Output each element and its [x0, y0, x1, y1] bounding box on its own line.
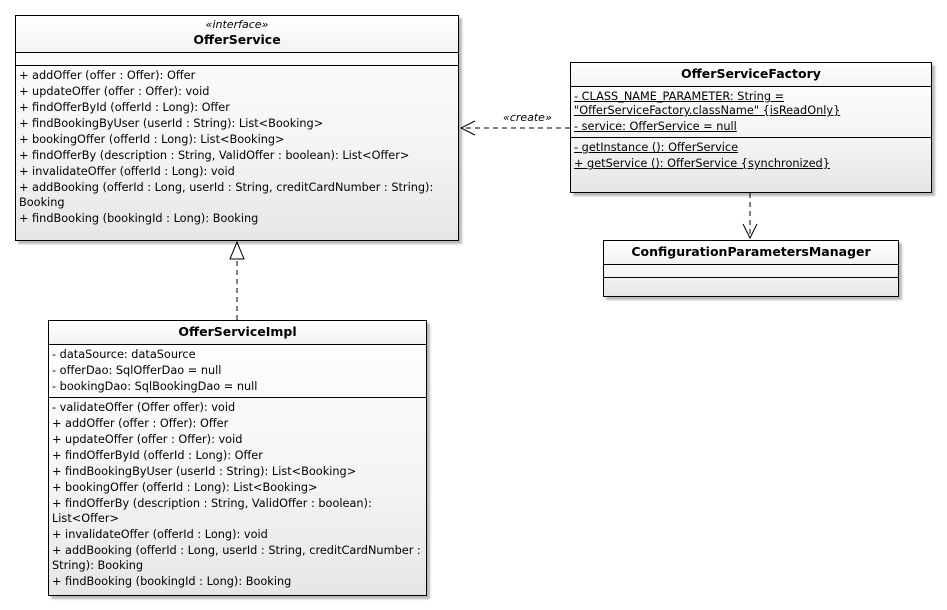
create-label: «create» — [503, 111, 552, 124]
class-header: OfferServiceFactory — [571, 63, 931, 87]
configuration-parameters-manager-class[interactable]: ConfigurationParametersManager — [603, 240, 899, 297]
class-header: OfferServiceImpl — [49, 321, 426, 345]
operation: + addBooking (offerId : Long, userId : S… — [19, 181, 434, 209]
operation: + addBooking (offerId : Long, userId : S… — [52, 544, 421, 572]
config-dependency-arrowhead — [742, 223, 758, 240]
operation: + findBooking (bookingId : Long): Bookin… — [19, 212, 259, 225]
attribute: - offerDao: SqlOfferDao = null — [52, 364, 222, 377]
operation: + addOffer (offer : Offer): Offer — [52, 417, 229, 430]
operation: + invalidateOffer (offerId : Long): void — [19, 165, 235, 178]
operation: + findBooking (bookingId : Long): Bookin… — [52, 575, 292, 588]
operation: + bookingOffer (offerId : Long): List<Bo… — [52, 481, 318, 494]
class-header: ConfigurationParametersManager — [604, 241, 898, 265]
attributes-compartment: - dataSource: dataSource - offerDao: Sql… — [49, 345, 426, 398]
operation: + updateOffer (offer : Offer): void — [52, 433, 243, 446]
operation: + findBookingByUser (userId : String): L… — [19, 117, 324, 130]
class-name: OfferServiceFactory — [681, 66, 821, 81]
operation: + addOffer (offer : Offer): Offer — [19, 69, 196, 82]
operation: - validateOffer (Offer offer): void — [52, 401, 236, 414]
operation: + findOfferById (offerId : Long): Offer — [52, 449, 263, 462]
attributes-compartment — [16, 53, 458, 66]
operation: + updateOffer (offer : Offer): void — [19, 85, 210, 98]
operations-compartment: - validateOffer (Offer offer): void + ad… — [49, 398, 426, 592]
operation: + invalidateOffer (offerId : Long): void — [52, 528, 268, 541]
class-name: ConfigurationParametersManager — [631, 244, 871, 259]
operation: + getService (): OfferService {synchroni… — [574, 157, 830, 170]
operations-compartment — [604, 278, 898, 290]
stereotype: «interface» — [205, 18, 269, 31]
class-name: OfferServiceImpl — [178, 324, 297, 339]
attributes-compartment: - CLASS_NAME_PARAMETER: String = "OfferS… — [571, 87, 931, 138]
operation: + findOfferBy (description : String, Val… — [52, 497, 372, 525]
attribute: - dataSource: dataSource — [52, 348, 196, 361]
offer-service-interface[interactable]: «interface» OfferService + addOffer (off… — [15, 15, 459, 241]
operation: + findBookingByUser (userId : String): L… — [52, 465, 357, 478]
operations-compartment: + addOffer (offer : Offer): Offer + upda… — [16, 66, 458, 229]
create-dependency-arrowhead — [459, 120, 476, 136]
class-name: OfferService — [193, 32, 281, 47]
attributes-compartment — [604, 265, 898, 278]
attribute: - service: OfferService = null — [574, 120, 737, 133]
offer-service-factory-class[interactable]: OfferServiceFactory - CLASS_NAME_PARAMET… — [570, 62, 932, 193]
realization-arrowhead — [229, 240, 245, 260]
operation: + findOfferById (offerId : Long): Offer — [19, 101, 230, 114]
attribute: - CLASS_NAME_PARAMETER: String = "OfferS… — [574, 90, 841, 117]
offer-service-impl-class[interactable]: OfferServiceImpl - dataSource: dataSourc… — [48, 320, 427, 596]
operations-compartment: - getInstance (): OfferService + getServ… — [571, 138, 931, 174]
operation: + findOfferBy (description : String, Val… — [19, 149, 410, 162]
operation: - getInstance (): OfferService — [574, 141, 739, 154]
operation: + bookingOffer (offerId : Long): List<Bo… — [19, 133, 285, 146]
attribute: - bookingDao: SqlBookingDao = null — [52, 380, 258, 393]
class-header: «interface» OfferService — [16, 16, 458, 53]
